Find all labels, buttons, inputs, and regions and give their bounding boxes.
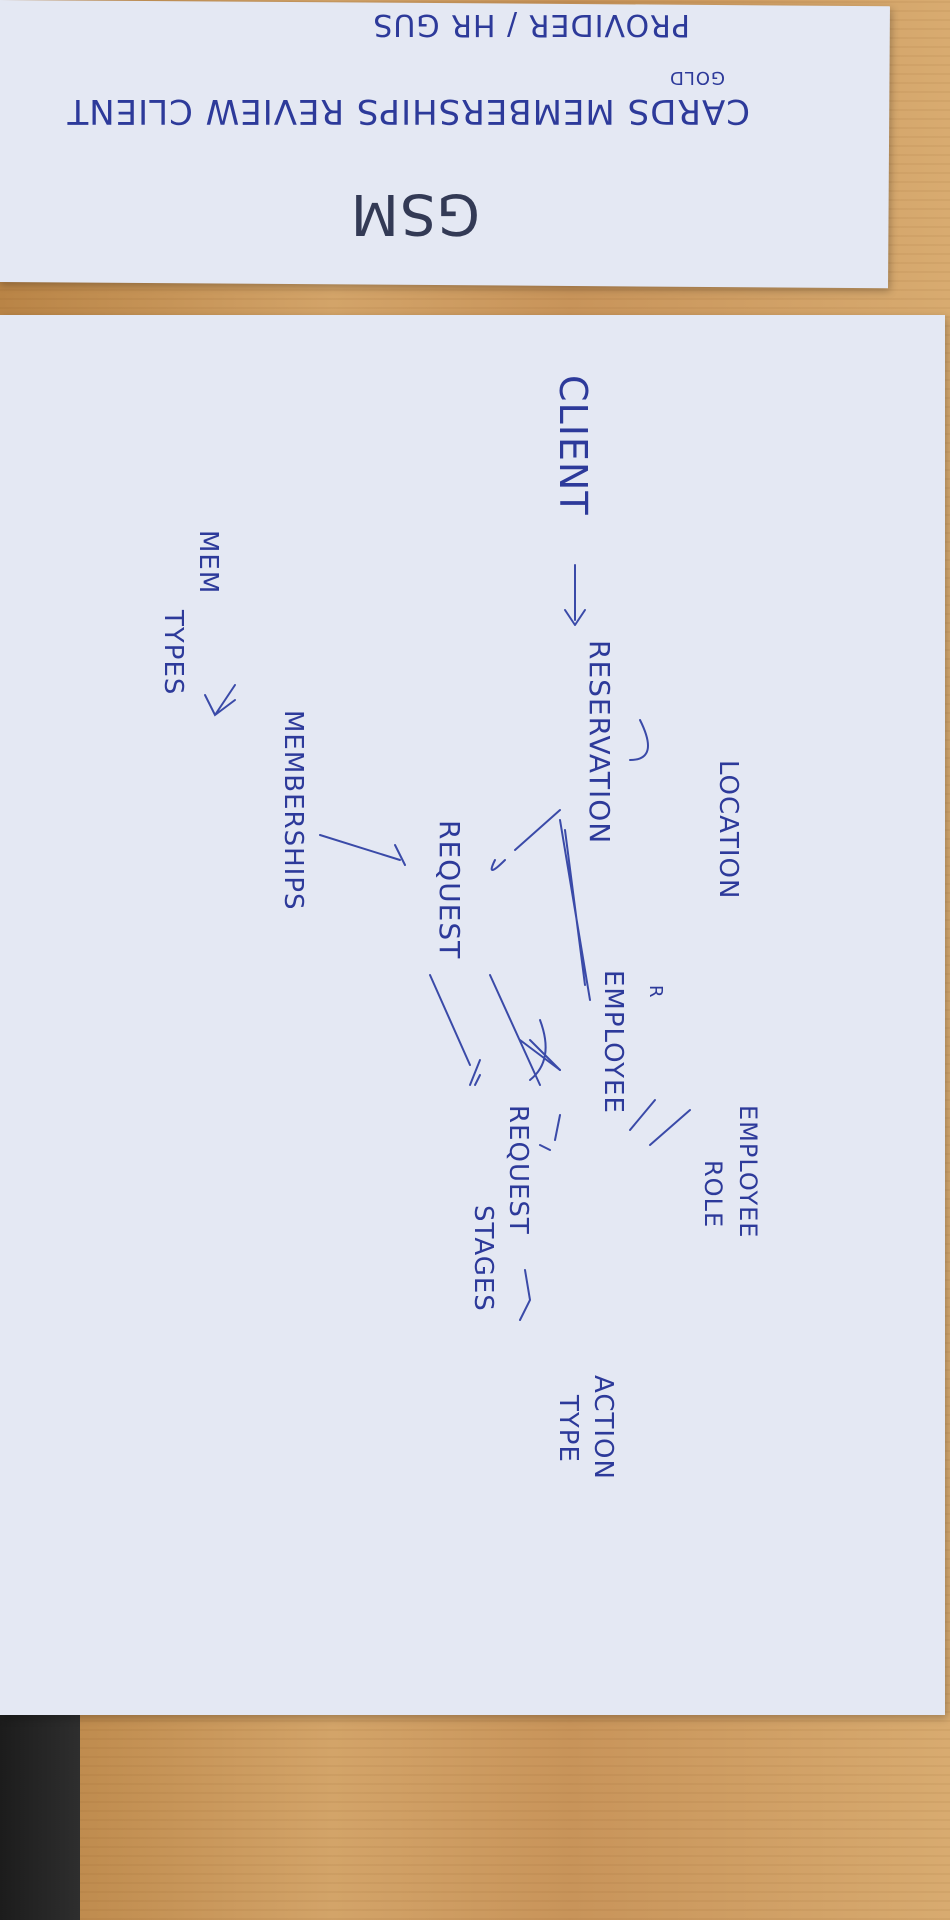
arrow-client-reservation	[564, 564, 586, 626]
arrow-reservation-employee	[559, 819, 591, 1001]
scribble-cross	[519, 1019, 561, 1081]
arrow-into-stages	[469, 1059, 481, 1086]
node-r-mark: R	[645, 985, 666, 999]
node-action-type-1: ACTION	[588, 1375, 618, 1480]
arrow-role-employee	[629, 1099, 691, 1146]
node-employee-role-1: EMPLOYEE	[734, 1105, 762, 1238]
node-location: LOCATION	[713, 760, 743, 899]
arrow-memberships-request	[319, 834, 406, 866]
node-request: REQUEST	[433, 820, 466, 959]
node-reservation: RESERVATION	[583, 640, 616, 844]
node-employee: EMPLOYEE	[598, 970, 628, 1114]
arrow-stages-action	[519, 1269, 532, 1321]
node-client: CLIENT	[551, 375, 595, 516]
main-paper-sheet	[0, 315, 945, 1715]
top-line-1: CARDS MEMBERSHIPS REVIEW CLIENT	[66, 91, 750, 131]
top-line-2: PROVIDER / HR GUS	[372, 7, 690, 42]
arrow-mem-types	[204, 684, 236, 717]
node-action-type-2: TYPE	[553, 1394, 583, 1463]
tick-employee-stages	[539, 1114, 561, 1151]
node-mem-types-2: TYPES	[158, 609, 188, 695]
node-request-stages-2: STAGES	[468, 1205, 498, 1312]
top-title-gsm: GSM	[350, 181, 480, 246]
node-request-stages-1: REQUEST	[503, 1105, 533, 1235]
node-employee-role-2: ROLE	[699, 1160, 727, 1228]
node-mem-types-1: MEM	[193, 530, 223, 594]
top-line-1-sub: GOLD	[669, 67, 725, 88]
arrow-reservation-request	[490, 809, 561, 871]
tick-location	[629, 719, 649, 761]
node-memberships: MEMBERSHIPS	[278, 710, 308, 911]
